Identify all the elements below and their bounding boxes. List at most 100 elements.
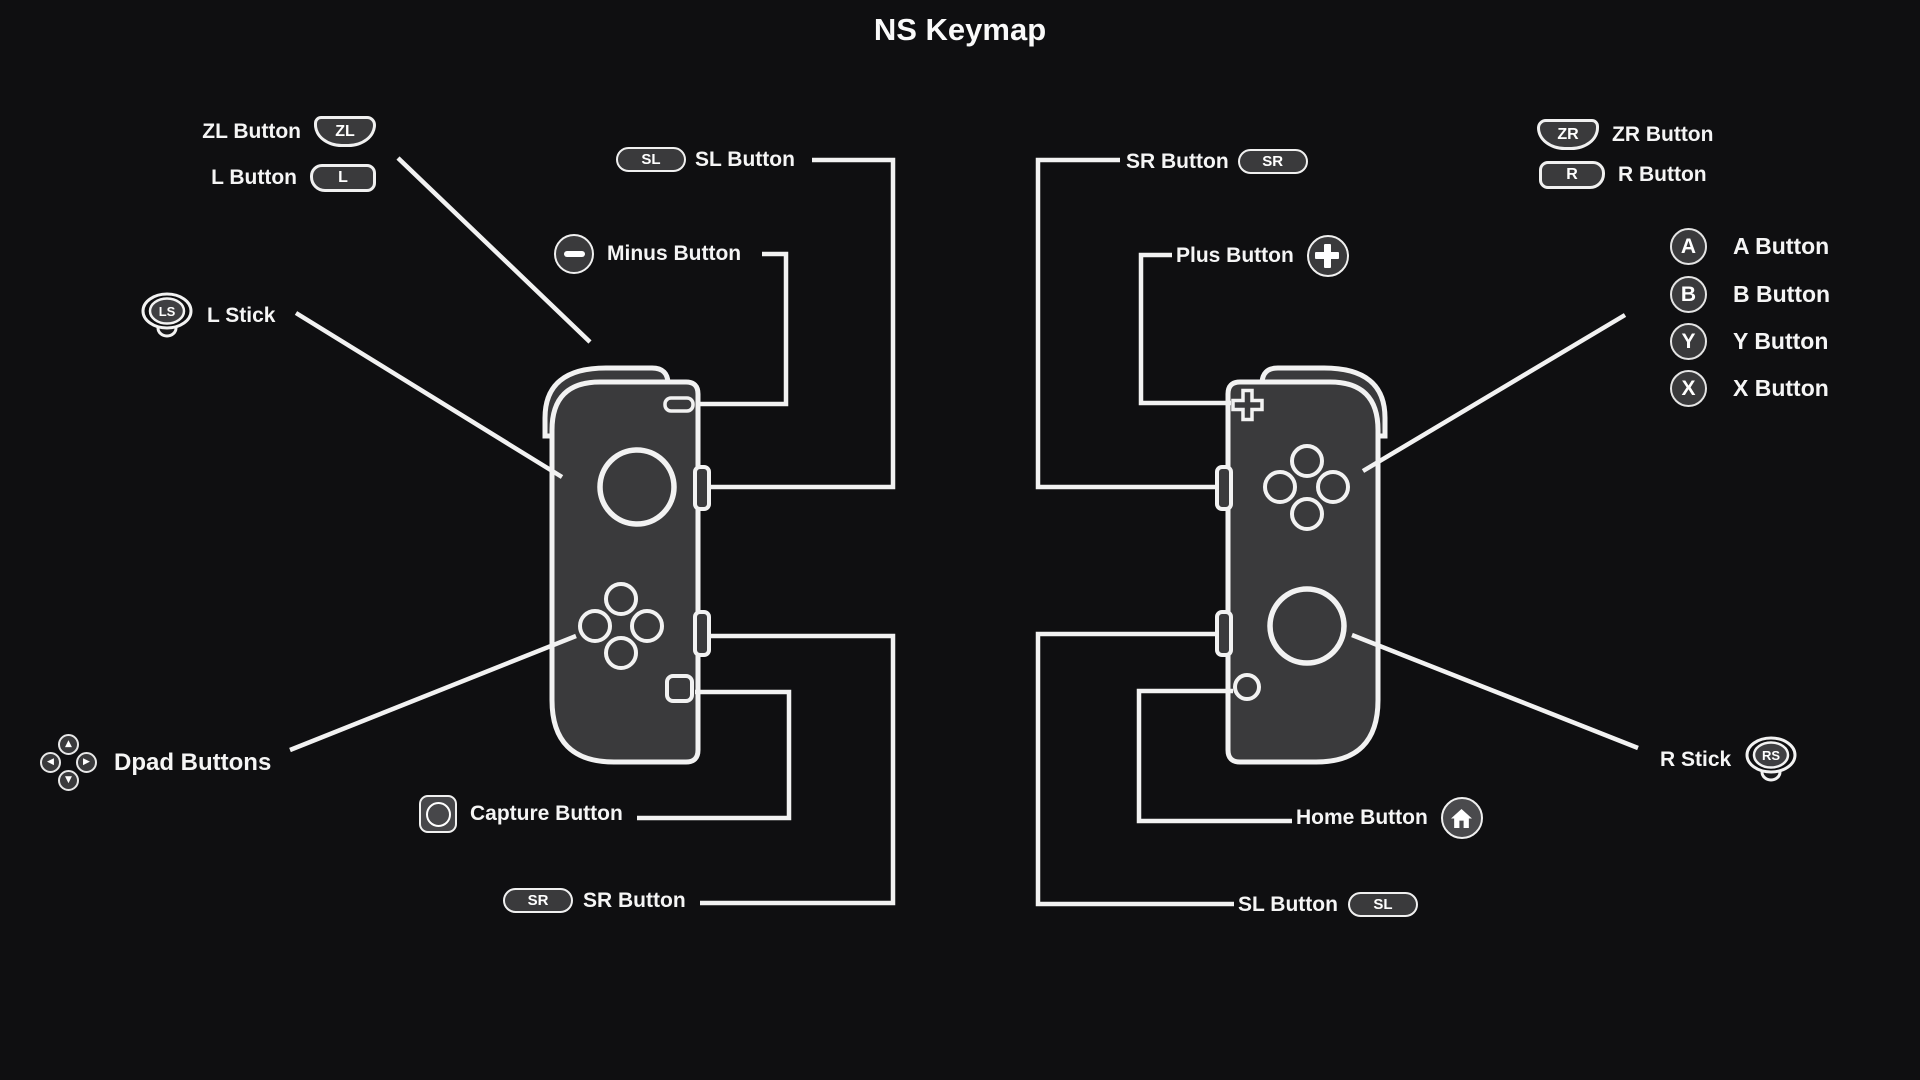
r-button-label: R Button bbox=[1618, 163, 1707, 186]
plus-button-label: Plus Button bbox=[1176, 244, 1294, 267]
connector-capture bbox=[637, 689, 792, 821]
callout-x-button: X X Button bbox=[1670, 370, 1829, 407]
r-stick-icon: RS bbox=[1745, 736, 1797, 782]
page-title: NS Keymap bbox=[873, 12, 1047, 47]
capture-button-label: Capture Button bbox=[470, 802, 623, 825]
l-button-label: L Button bbox=[211, 166, 297, 189]
x-button-shape bbox=[1290, 444, 1324, 478]
dpad-icon: ▲ ◀ ▶ ▼ bbox=[40, 734, 98, 791]
sl-pill-icon-right: SL bbox=[1347, 892, 1418, 917]
home-icon bbox=[1440, 797, 1483, 839]
home-button-label: Home Button bbox=[1296, 806, 1428, 829]
dpad-down-shape bbox=[604, 636, 638, 670]
dpad-up-icon: ▲ bbox=[58, 734, 79, 755]
callout-b-button: B B Button bbox=[1670, 276, 1830, 313]
sr-button-right-label: SR Button bbox=[1126, 149, 1229, 173]
right-stick-shape bbox=[1267, 586, 1347, 666]
plus-icon bbox=[1306, 235, 1349, 277]
callout-capture-button: Capture Button bbox=[419, 795, 623, 833]
capture-icon bbox=[419, 795, 457, 833]
l-stick-label: L Stick bbox=[207, 304, 276, 327]
a-button-icon: A bbox=[1670, 228, 1707, 265]
connector-sl-left bbox=[710, 157, 896, 490]
r-stick-label: R Stick bbox=[1660, 748, 1732, 771]
callout-minus-button: Minus Button bbox=[554, 234, 741, 274]
zr-trigger-icon: ZR bbox=[1537, 119, 1599, 150]
y-button-shape bbox=[1263, 470, 1297, 504]
l-stick-icon: LS bbox=[141, 292, 193, 338]
connector-face-buttons bbox=[1361, 313, 1627, 473]
home-button-shape bbox=[1233, 673, 1261, 701]
right-plus-button-shape bbox=[1231, 388, 1264, 422]
callout-l-button: L Button L bbox=[160, 164, 376, 192]
callout-zr-button: ZR ZR Button bbox=[1537, 119, 1713, 150]
home-house-glyph bbox=[1451, 808, 1473, 828]
sl-pill-icon: SL bbox=[616, 147, 686, 172]
dpad-right-shape bbox=[630, 609, 664, 643]
callout-sr-button-left: SR SR Button bbox=[503, 888, 686, 913]
connector-r-stick bbox=[1351, 632, 1639, 751]
left-rail-sl-tab bbox=[693, 465, 711, 511]
dpad-left-icon: ◀ bbox=[40, 752, 61, 773]
dpad-right-icon: ▶ bbox=[76, 752, 97, 773]
b-button-label: B Button bbox=[1733, 281, 1831, 307]
callout-sl-button-right: SL Button SL bbox=[1238, 892, 1418, 917]
callout-y-button: Y Y Button bbox=[1670, 323, 1828, 360]
r-shoulder-icon: R bbox=[1539, 161, 1605, 189]
y-button-icon: Y bbox=[1670, 323, 1707, 360]
sr-pill-icon-left: SR bbox=[503, 888, 573, 913]
connector-l-stick bbox=[294, 311, 564, 479]
callout-sl-button-left: SL SL Button bbox=[616, 147, 795, 172]
dpad-up-shape bbox=[604, 582, 638, 616]
left-rail-sr-tab bbox=[693, 610, 711, 657]
connector-sl-right bbox=[1035, 631, 1234, 907]
zl-button-label: ZL Button bbox=[202, 119, 301, 143]
left-joycon-body bbox=[549, 379, 701, 765]
right-rail-sr-tab bbox=[1215, 465, 1233, 511]
sl-button-right-label: SL Button bbox=[1238, 892, 1338, 916]
zr-button-label: ZR Button bbox=[1612, 122, 1714, 146]
callout-sr-button-right: SR Button SR bbox=[1126, 149, 1308, 174]
a-button-label: A Button bbox=[1733, 233, 1830, 259]
callout-zl-button: ZL Button ZL bbox=[160, 116, 376, 147]
left-stick-shape bbox=[597, 447, 677, 527]
callout-plus-button: Plus Button bbox=[1176, 235, 1349, 277]
b-button-icon: B bbox=[1670, 276, 1707, 313]
capture-button-shape bbox=[665, 674, 694, 703]
l-shoulder-icon: L bbox=[310, 164, 376, 192]
x-button-icon: X bbox=[1670, 370, 1707, 407]
callout-r-stick: R Stick RS bbox=[1660, 736, 1798, 784]
svg-text:LS: LS bbox=[159, 304, 176, 319]
callout-dpad-buttons: ▲ ◀ ▶ ▼ Dpad Buttons bbox=[40, 734, 271, 791]
dpad-down-icon: ▼ bbox=[58, 770, 79, 791]
connector-zl bbox=[396, 156, 592, 344]
x-button-label: X Button bbox=[1733, 375, 1829, 401]
connector-minus bbox=[696, 251, 789, 407]
callout-a-button: A A Button bbox=[1670, 228, 1829, 265]
connector-plus bbox=[1138, 252, 1231, 406]
sl-button-left-label: SL Button bbox=[695, 147, 795, 171]
dpad-left-shape bbox=[578, 609, 612, 643]
sr-button-left-label: SR Button bbox=[583, 888, 686, 912]
sr-pill-icon-right: SR bbox=[1237, 149, 1308, 174]
callout-r-button: R R Button bbox=[1539, 161, 1707, 189]
right-joycon-body bbox=[1225, 379, 1381, 765]
a-button-shape bbox=[1316, 470, 1350, 504]
plus-bar-v bbox=[1323, 243, 1331, 268]
connector-sr-right bbox=[1035, 157, 1216, 490]
callout-home-button: Home Button bbox=[1296, 797, 1483, 839]
connector-dpad bbox=[289, 633, 577, 753]
b-button-shape bbox=[1290, 497, 1324, 531]
zl-trigger-icon: ZL bbox=[314, 116, 376, 147]
right-rail-sl-tab bbox=[1215, 610, 1233, 657]
capture-circle bbox=[425, 801, 451, 827]
left-minus-button-shape bbox=[663, 396, 695, 413]
svg-text:RS: RS bbox=[1762, 748, 1780, 763]
minus-icon bbox=[554, 234, 594, 274]
y-button-label: Y Button bbox=[1733, 328, 1829, 354]
minus-button-label: Minus Button bbox=[607, 242, 742, 265]
connector-sr-left bbox=[700, 633, 896, 906]
callout-l-stick: LS L Stick bbox=[140, 292, 275, 340]
